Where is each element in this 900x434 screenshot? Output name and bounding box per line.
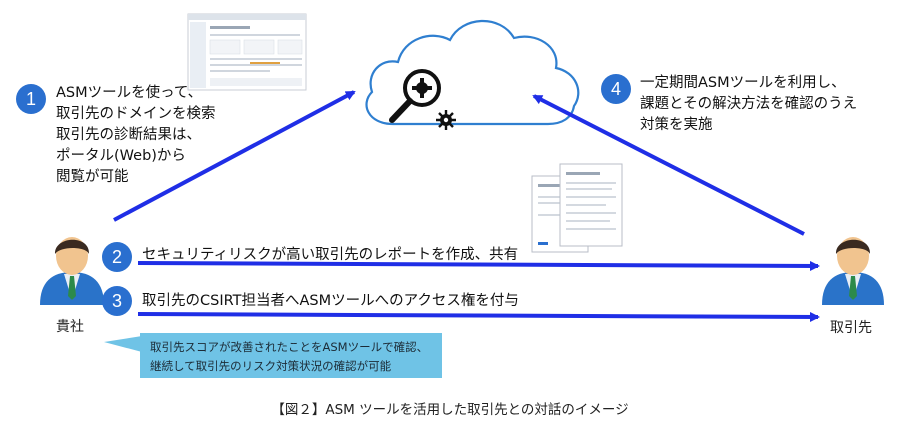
person-icon — [40, 237, 104, 305]
step4-text: 一定期間ASMツールを利用し、 課題とその解決方法を確認のうえ 対策を実施 — [640, 73, 857, 136]
step1-text: ASMツールを使って、 取引先のドメインを検索 取引先の診断結果は、 ポータル(… — [56, 83, 216, 188]
arrow-to-cloud-right — [532, 94, 805, 236]
step4-line: 対策を実施 — [640, 117, 713, 133]
callout-line: 取引先スコアが改善されたことをASMツールで確認、 — [150, 340, 429, 354]
arrow-step2 — [137, 260, 820, 271]
step1-line: ポータル(Web)から — [56, 148, 186, 164]
step3-badge: 3 — [102, 286, 132, 316]
right-party-label: 取引先 — [830, 320, 872, 336]
step1-badge: 1 — [16, 84, 46, 114]
arrow-step3 — [137, 311, 820, 322]
step1-line: 取引先のドメインを検索 — [56, 106, 216, 122]
figure-caption: 【図２】ASM ツールを活用した取引先との対話のイメージ — [271, 402, 629, 418]
step4-badge: 4 — [601, 74, 631, 104]
step1-line: 取引先の診断結果は、 — [56, 127, 201, 143]
step4-line: 課題とその解決方法を確認のうえ — [640, 96, 858, 112]
arrow-to-cloud-left — [113, 90, 356, 222]
callout-box — [140, 333, 442, 378]
step2-text: セキュリティリスクが高い取引先のレポートを作成、共有 — [142, 247, 519, 263]
report-icon — [531, 163, 623, 253]
callout-line: 継続して取引先のリスク対策状況の確認が可能 — [150, 359, 392, 373]
step4-line: 一定期間ASMツールを利用し、 — [640, 75, 846, 91]
step3-text: 取引先のCSIRT担当者へASMツールへのアクセス権を付与 — [142, 293, 519, 309]
step1-line: 閲覧が可能 — [56, 169, 129, 185]
magnifier-gear-icon — [389, 69, 456, 130]
step1-line: ASMツールを使って、 — [56, 85, 203, 101]
callout-pointer — [104, 336, 142, 352]
portal-screenshot — [187, 13, 307, 91]
person-icon — [822, 237, 884, 305]
left-party-label: 貴社 — [56, 319, 84, 335]
step2-badge: 2 — [102, 242, 132, 272]
cloud-icon — [365, 19, 580, 126]
